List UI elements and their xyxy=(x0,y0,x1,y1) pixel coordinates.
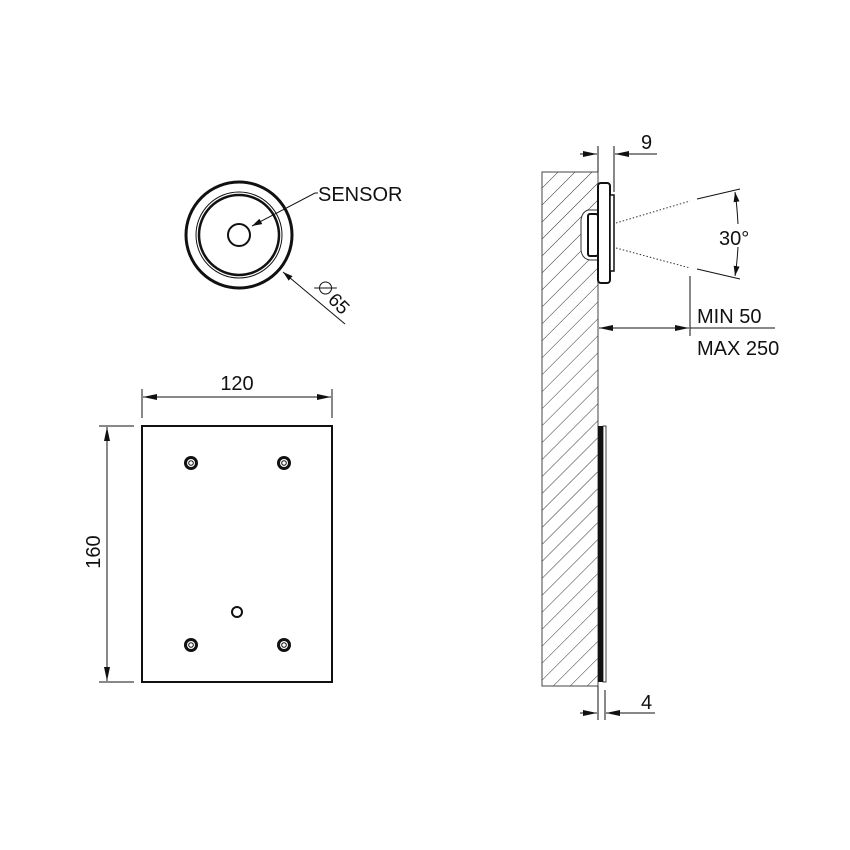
plate-thickness-value: 4 xyxy=(641,692,652,714)
sensor-lens xyxy=(609,194,615,272)
screw-icon xyxy=(277,638,291,652)
distance-max-value: MAX 250 xyxy=(697,338,779,360)
sensor-depth-value: 9 xyxy=(641,132,652,154)
sensor-eye-icon xyxy=(227,223,251,247)
hole-icon xyxy=(231,606,243,618)
sensor-outer-ring xyxy=(184,180,294,290)
screw-icon xyxy=(184,456,198,470)
sensor-leader-line xyxy=(251,192,318,227)
sensor-label: SENSOR xyxy=(318,184,402,206)
detection-cone-lower xyxy=(615,247,691,269)
diameter-symbol-icon xyxy=(319,281,333,295)
height-value: 160 xyxy=(83,535,105,568)
sensor-housing xyxy=(597,182,611,284)
diameter-leader-line xyxy=(282,271,346,325)
sensor-inner-ring xyxy=(197,193,281,277)
side-view: 30° 9 MIN 50 MAX 250 4 xyxy=(541,132,779,720)
width-value: 120 xyxy=(220,373,253,395)
angle-arc-lower xyxy=(733,246,740,277)
screw-icon xyxy=(184,638,198,652)
plate-front-view: 120 160 xyxy=(83,373,333,683)
plate-side-section xyxy=(598,426,604,682)
screw-icon xyxy=(277,456,291,470)
sensor-front-view: SENSOR 65 xyxy=(184,180,402,325)
detection-cone-upper xyxy=(615,200,691,224)
plate-outline xyxy=(141,425,333,683)
sensor-middle-ring xyxy=(195,191,283,279)
sensor-housing-insert xyxy=(587,213,599,257)
angle-arc-upper xyxy=(733,191,740,225)
distance-min-value: MIN 50 xyxy=(697,306,761,328)
angle-value: 30° xyxy=(719,228,749,250)
